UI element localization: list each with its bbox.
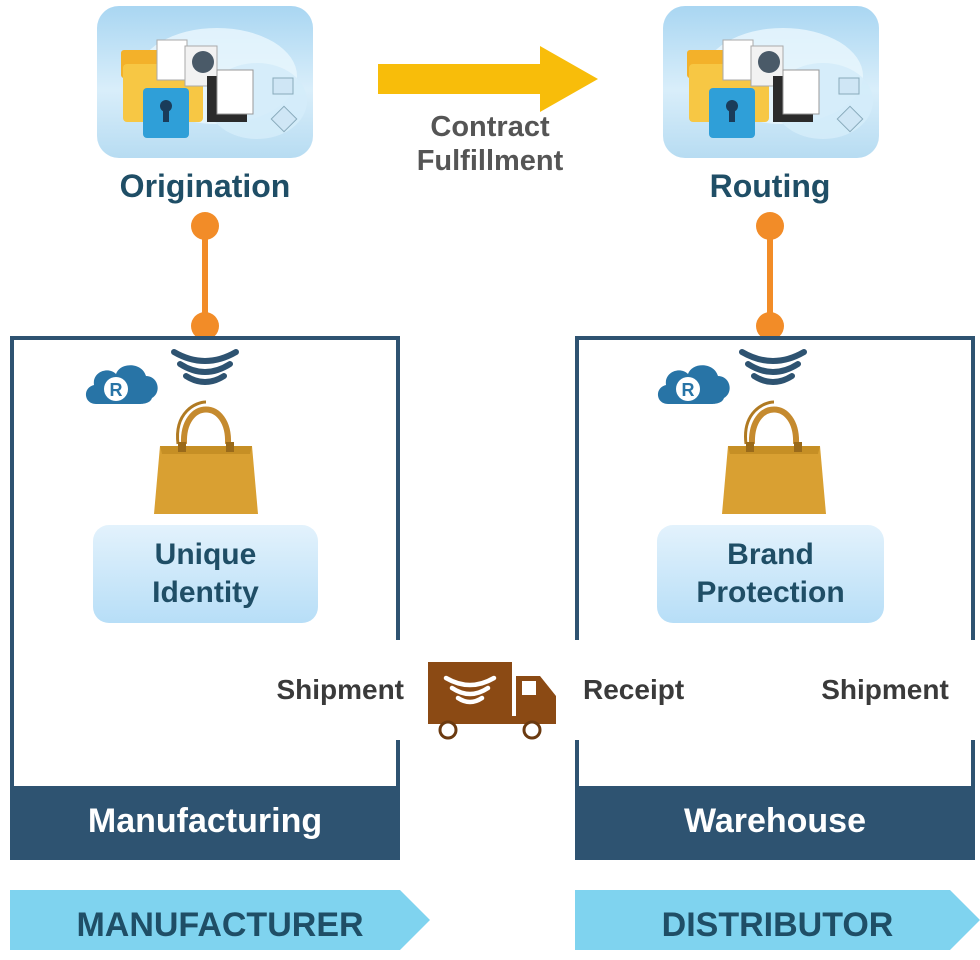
warehouse-shipment-label: Shipment xyxy=(790,640,980,740)
routing-label: Routing xyxy=(709,168,831,204)
warehouse-footer: Warehouse xyxy=(579,786,971,856)
feature-line1: Brand xyxy=(727,538,814,571)
feature-line2: Protection xyxy=(696,576,845,609)
routing-connector-line xyxy=(767,226,773,326)
arrow-label-line1: Contract xyxy=(430,111,550,143)
svg-text:R: R xyxy=(110,380,123,400)
handbag-icon xyxy=(154,400,258,514)
delivery-truck-icon xyxy=(428,662,556,740)
feature-line1: Unique xyxy=(154,538,257,571)
arrow-label-line2: Fulfillment xyxy=(416,145,564,177)
contract-fulfillment-arrow xyxy=(378,46,598,112)
manufacturing-footer: Manufacturing xyxy=(14,786,396,856)
origination-connector-bottom-dot xyxy=(191,312,219,340)
routing-connector-bottom-dot xyxy=(756,312,784,340)
wireless-signal-icon xyxy=(739,349,807,385)
origination-cloud-icon xyxy=(97,6,313,158)
distributor-role-band: DISTRIBUTOR xyxy=(575,890,980,950)
unique-identity-box: Unique Identity xyxy=(93,525,318,623)
wireless-signal-icon xyxy=(171,349,239,385)
handbag-icon xyxy=(722,400,826,514)
routing-cloud-icon xyxy=(663,6,879,158)
rfid-cloud-icon: R xyxy=(85,365,158,404)
rfid-cloud-icon: R xyxy=(657,365,730,404)
warehouse-receipt-label: Receipt xyxy=(571,640,733,740)
manufacturing-shipment-label: Shipment xyxy=(232,640,408,740)
feature-line2: Identity xyxy=(152,576,259,609)
origination-label: Origination xyxy=(119,168,291,204)
brand-protection-box: Brand Protection xyxy=(657,525,884,623)
manufacturer-role-band: MANUFACTURER xyxy=(10,890,430,950)
contract-fulfillment-label: Contract Fulfillment xyxy=(370,110,610,178)
svg-text:R: R xyxy=(682,380,695,400)
origination-connector-line xyxy=(202,226,208,326)
